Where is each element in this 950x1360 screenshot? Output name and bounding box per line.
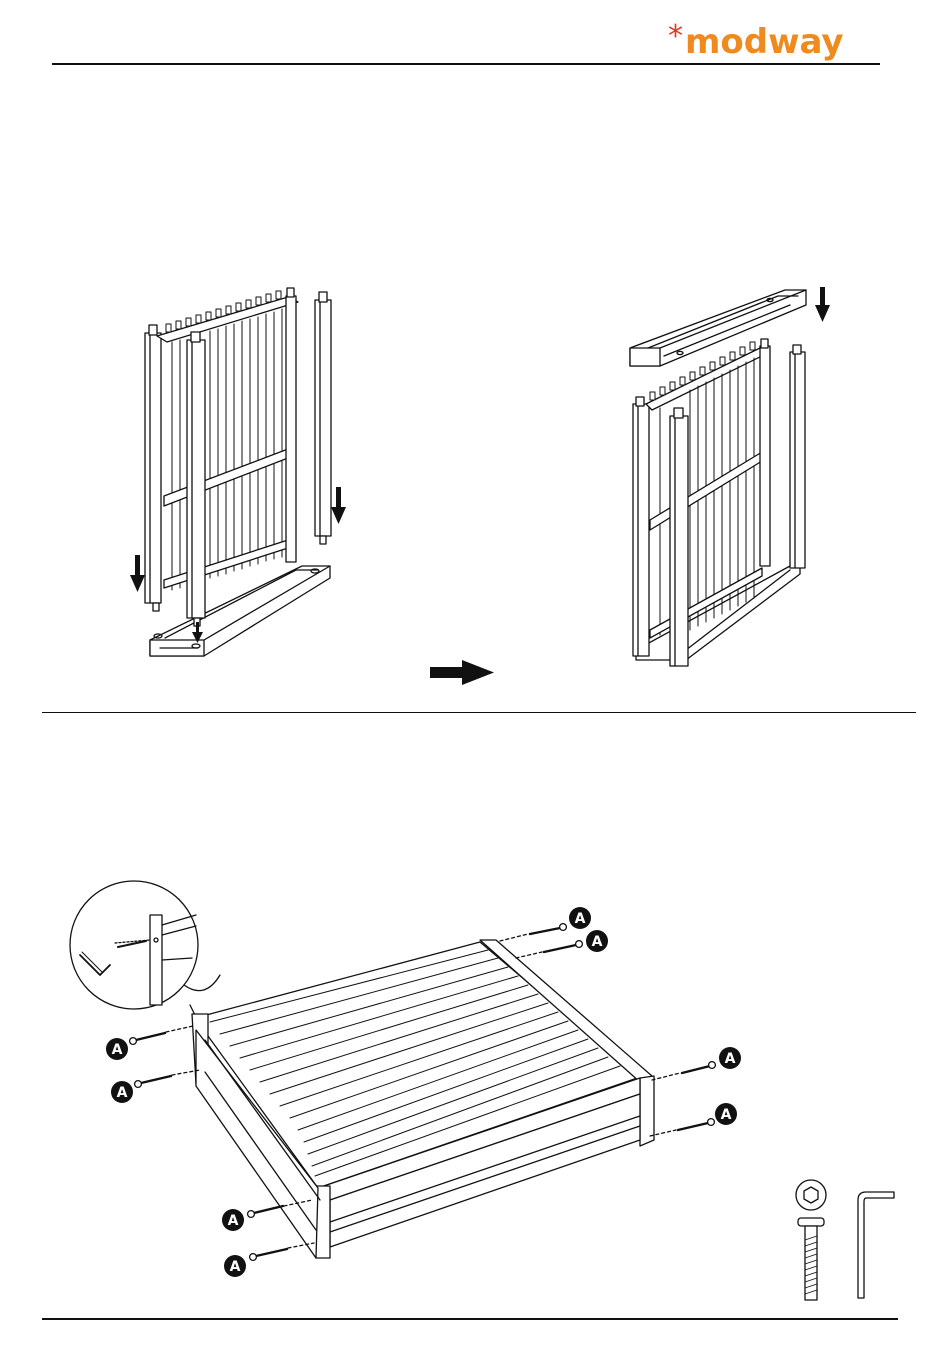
front-post: [187, 332, 205, 626]
top-frame: [630, 290, 806, 366]
part-label-a-text: A: [725, 1051, 736, 1067]
hex-bolt-icon: [250, 1243, 314, 1260]
hex-bolt-icon: [135, 1070, 200, 1087]
part-label-a-text: A: [117, 1085, 128, 1101]
rear-leg: [145, 325, 161, 611]
part-label-a-text: A: [721, 1107, 732, 1123]
part-label-a-text: A: [575, 911, 586, 927]
part-label-a-text: A: [228, 1213, 239, 1229]
arrow-down-icon: [815, 287, 830, 322]
part-label-a-text: A: [592, 934, 603, 950]
detail-callout: [70, 881, 220, 1025]
hex-bolt-icon: [796, 1180, 826, 1300]
allen-key-icon: [858, 1192, 894, 1298]
hex-bolt-icon: [516, 941, 582, 958]
step2-illustration: A A A A A A A A: [70, 881, 894, 1300]
arrow-right-icon: [430, 660, 494, 685]
part-label-a-text: A: [112, 1042, 123, 1058]
hex-bolt-icon: [130, 1026, 193, 1044]
part-label-a-text: A: [230, 1259, 241, 1275]
hex-bolt-icon: [652, 1062, 715, 1080]
hardware-legend: [796, 1180, 894, 1300]
hex-bolt-icon: [650, 1119, 714, 1136]
step1-left-illustration: [130, 288, 346, 656]
hex-bolt-icon: [500, 924, 566, 941]
step1-right-illustration: [630, 287, 830, 666]
loose-leg: [315, 292, 331, 544]
